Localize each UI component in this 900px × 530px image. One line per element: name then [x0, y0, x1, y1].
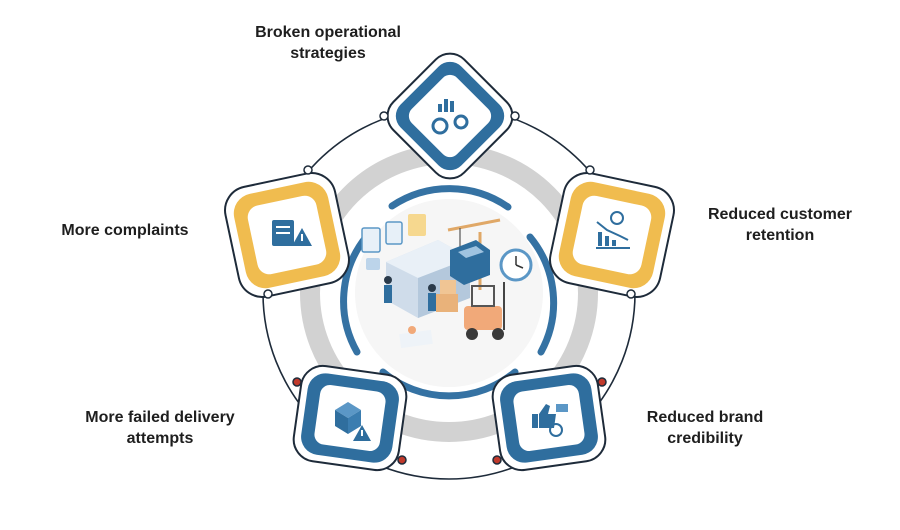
customer-decline-chart-icon: [596, 211, 630, 249]
label-broken-operational-strategies: Broken operational strategies: [255, 24, 401, 62]
label-more-complaints: More complaints: [61, 222, 189, 239]
package-warning-icon: [335, 402, 371, 441]
label-reduced-customer-retention: Reduced customer retention: [707, 206, 853, 244]
thumbs-up-badge-icon: [532, 404, 568, 437]
logistics-truck-forklift-crane-illustration: [361, 214, 533, 349]
label-reduced-brand-credibility: Reduced brand credibility: [646, 409, 764, 447]
strategy-gears-chart-icon: [431, 99, 469, 135]
badge-broken-operational-strategies: [386, 52, 514, 180]
badge-reduced-customer-retention: [549, 172, 675, 298]
complaint-document-warning-icon: [272, 220, 312, 246]
label-more-failed-delivery-attempts: More failed delivery attempts: [85, 409, 235, 447]
connector-dots: [263, 111, 636, 465]
